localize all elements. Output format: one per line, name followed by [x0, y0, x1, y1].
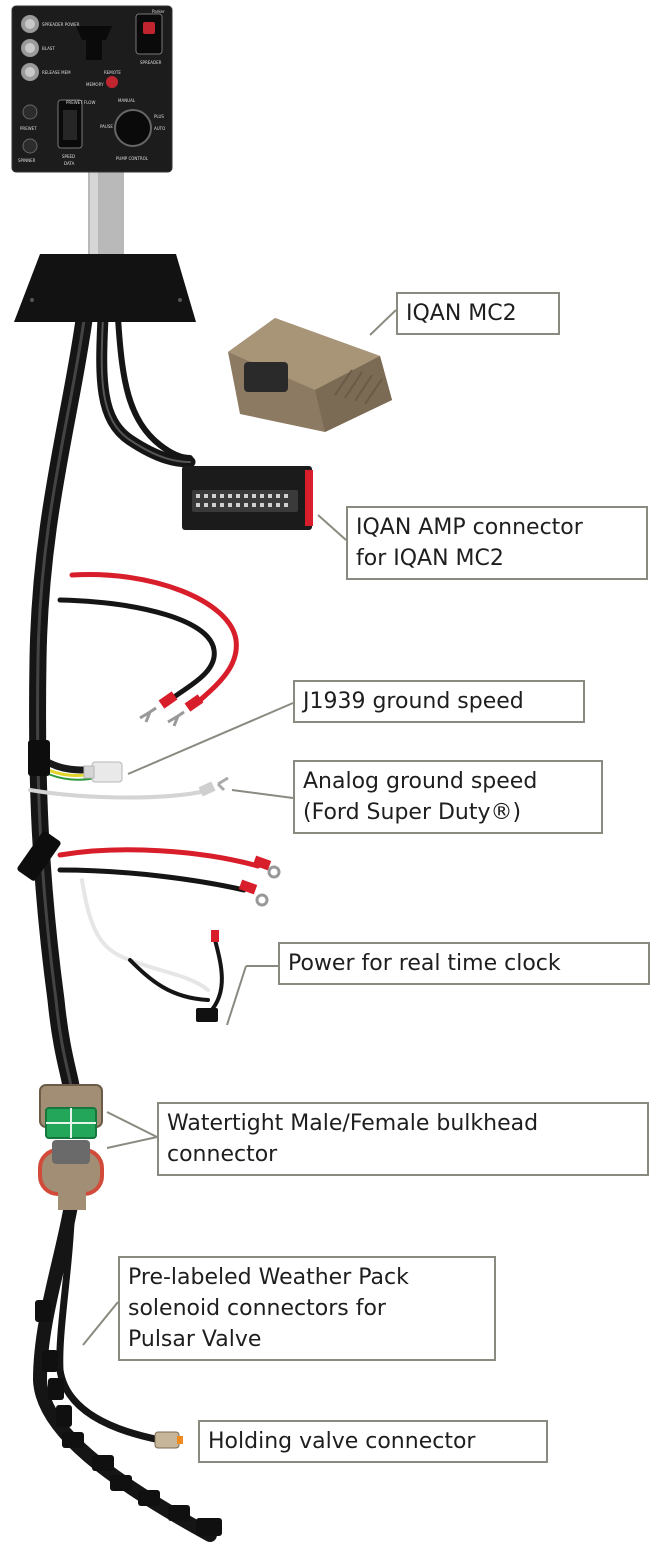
callout-j1939-ground-speed: J1939 ground speed	[293, 680, 585, 723]
weather-pack-connectors	[35, 1300, 222, 1536]
callout-bulkhead-line-2: connector	[167, 1142, 278, 1167]
power-wire-pair-top	[57, 571, 239, 708]
callout-bulkhead-connector: Watertight Male/Female bulkhead connecto…	[157, 1102, 649, 1176]
callout-bulkhead-line-1: Watertight Male/Female bulkhead	[167, 1111, 539, 1136]
bulkhead-connector-female	[38, 1140, 104, 1210]
ring-terminal-pair-top	[139, 691, 204, 727]
control-label-remote: REMOTE	[104, 70, 121, 75]
control-label-blast: BLAST	[42, 46, 55, 51]
rtc-connector	[196, 1008, 218, 1022]
control-label-spinner: SPINNER	[18, 158, 36, 163]
iqan-mc2-module	[228, 318, 392, 432]
callout-real-time-clock-power: Power for real time clock	[278, 942, 650, 985]
callout-holding-valve-connector: Holding valve connector	[198, 1420, 548, 1463]
callout-analog-line-1: Analog ground speed	[303, 769, 538, 794]
control-label-plus: PLUS	[154, 114, 164, 119]
callout-weather-pack-line-1: Pre-labeled Weather Pack	[128, 1265, 409, 1290]
mount-stand	[14, 172, 196, 322]
bulkhead-connector-male	[39, 1084, 103, 1139]
ring-terminal-pair-lower	[211, 855, 281, 942]
callout-j1939-line-1: J1939 ground speed	[303, 689, 524, 714]
leader-lines	[82, 309, 397, 1346]
control-label-speed: SPEED	[62, 154, 75, 159]
j1939-connector	[83, 761, 123, 783]
callout-weather-pack-line-3: Pulsar Valve	[128, 1327, 262, 1352]
control-label-pause: PAUSE	[100, 124, 113, 129]
control-label-release-mem: RELEASE MEM	[42, 70, 71, 75]
control-label-pump-control: PUMP CONTROL	[116, 156, 149, 161]
control-box: Parker SPREADER POWER BLAST RELEASE MEM …	[11, 5, 173, 173]
harness-sleeve-top	[28, 740, 50, 776]
callout-weather-pack-connectors: Pre-labeled Weather Pack solenoid connec…	[118, 1256, 496, 1361]
power-wire-pair-lower	[57, 847, 261, 1014]
callout-iqan-amp-connector: IQAN AMP connector for IQAN MC2	[346, 506, 648, 580]
callout-analog-ground-speed: Analog ground speed (Ford Super Duty®)	[293, 760, 603, 834]
control-box-brand: Parker	[152, 9, 165, 14]
callout-weather-pack-line-2: solenoid connectors for	[128, 1296, 386, 1321]
control-label-spreader: SPREADER	[140, 60, 162, 65]
control-label-manual: MANUAL	[118, 98, 136, 103]
callout-iqan-mc2-line-1: IQAN MC2	[406, 301, 517, 326]
callout-iqan-mc2: IQAN MC2	[396, 292, 560, 335]
iqan-amp-connector	[182, 466, 313, 530]
callout-rtc-line-1: Power for real time clock	[288, 951, 561, 976]
callout-iqan-amp-line-1: IQAN AMP connector	[356, 515, 583, 540]
harness-sleeve	[17, 831, 61, 881]
control-label-spreader-power: SPREADER POWER	[42, 22, 80, 27]
control-label-auto: AUTO	[154, 126, 165, 131]
callout-analog-line-2: (Ford Super Duty®)	[303, 800, 522, 825]
holding-valve-connector	[154, 1431, 183, 1449]
callout-holding-valve-line-1: Holding valve connector	[208, 1429, 476, 1454]
control-label-prewet: PREWET	[20, 126, 37, 131]
callout-iqan-amp-line-2: for IQAN MC2	[356, 546, 504, 571]
control-label-prewet-flow: PREWET FLOW	[66, 100, 95, 105]
analog-terminal	[198, 776, 229, 797]
control-label-data: DATA	[64, 161, 75, 166]
control-label-memory: MEMORY	[86, 82, 104, 87]
